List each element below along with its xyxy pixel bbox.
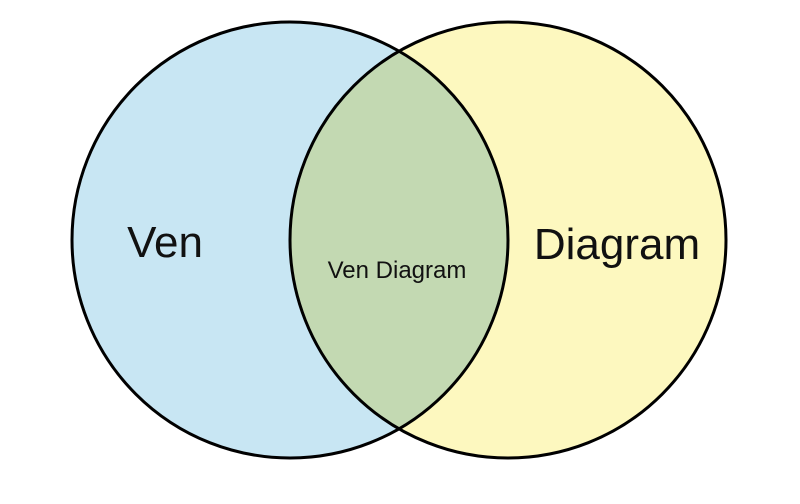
left-set-label: Ven xyxy=(127,218,203,267)
intersection-region xyxy=(290,22,508,458)
left-set-outline xyxy=(70,20,510,460)
intersection-label: Ven Diagram xyxy=(328,257,467,284)
right-set-outline xyxy=(288,20,728,460)
right-set-label: Diagram xyxy=(534,220,700,269)
